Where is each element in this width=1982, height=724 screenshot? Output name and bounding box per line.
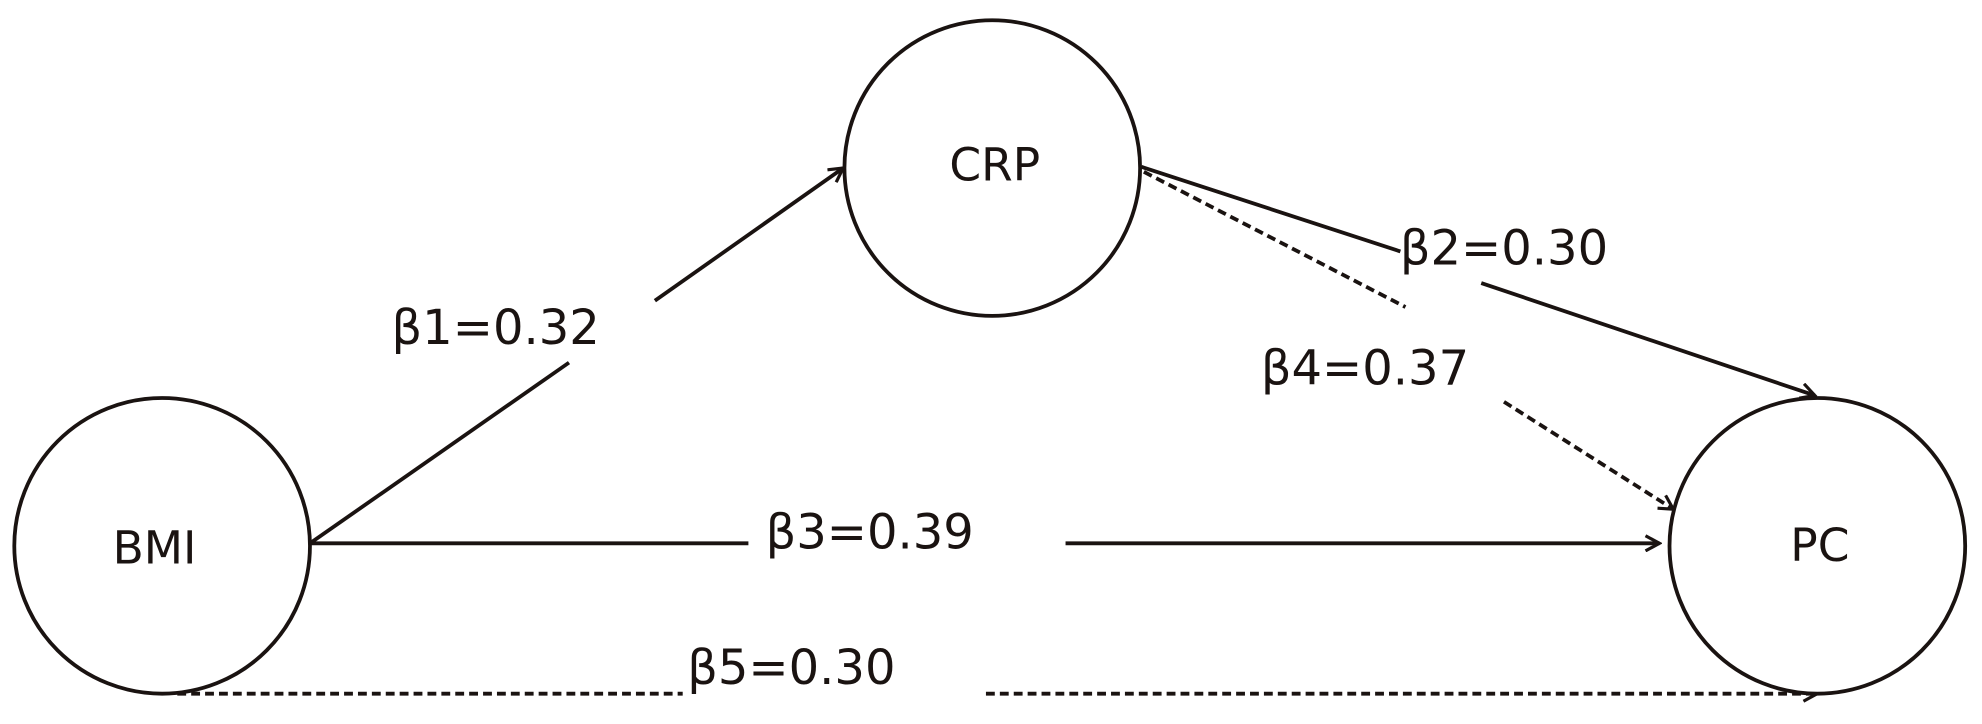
node-pc-label: PC [1790,519,1849,572]
edge-crp-pc [1140,164,1814,396]
node-pc: PC [1667,396,1968,696]
edge-label-b1: β1=0.32 [392,300,600,356]
edge-crp-pc-dashed [1143,170,1673,509]
node-bmi-label: BMI [113,521,197,574]
node-crp-label: CRP [949,139,1040,192]
edge-label-b5: β5=0.30 [687,640,895,696]
edge-label-b2: β2=0.30 [1400,220,1608,276]
edge-label-b4: β4=0.37 [1261,340,1469,396]
edge-bmi-crp [308,168,843,545]
node-bmi: BMI [12,396,312,696]
node-crp: CRP [842,18,1142,318]
edge-label-b3: β3=0.39 [766,505,974,561]
